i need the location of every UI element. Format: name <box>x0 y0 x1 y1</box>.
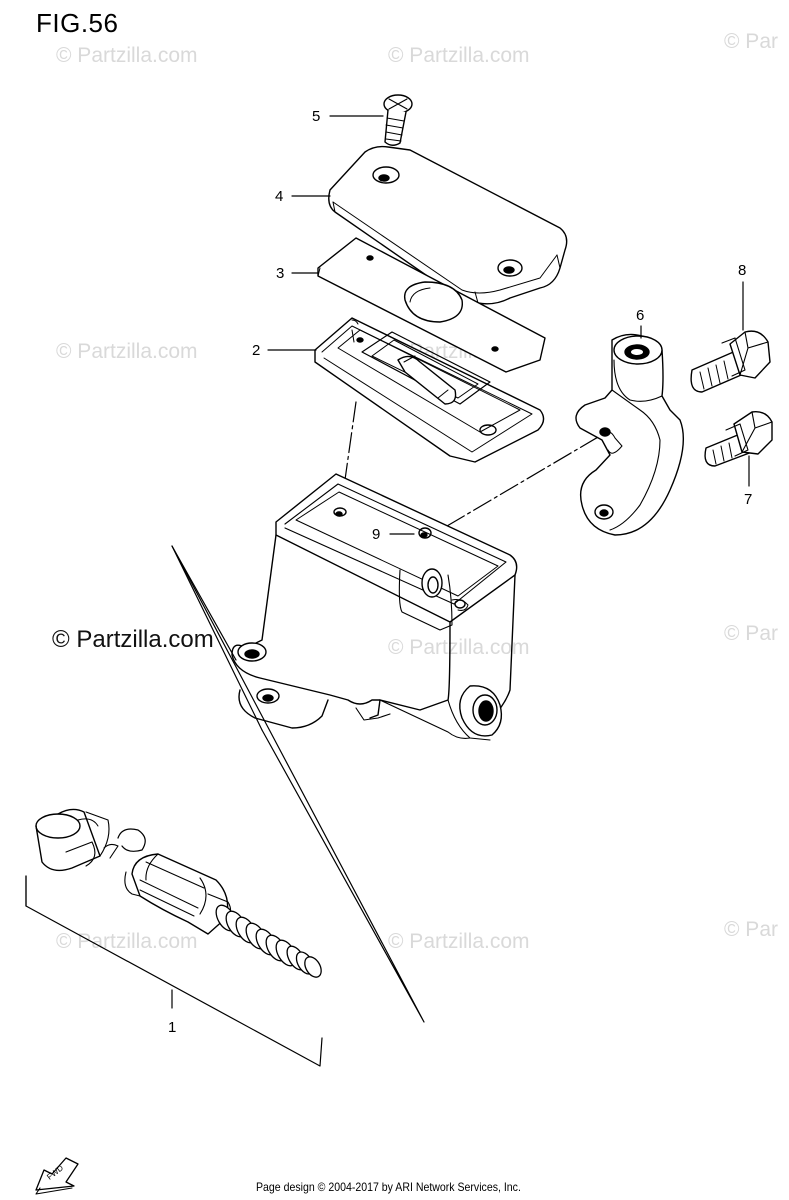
watermark: © Par <box>724 918 778 941</box>
piston-kit-part-1 <box>35 808 322 978</box>
callout-9: 9 <box>372 526 381 543</box>
master-cylinder-body <box>231 473 518 741</box>
callout-1: 1 <box>168 1019 177 1036</box>
fwd-arrow-icon <box>35 1157 79 1195</box>
watermark: © Par <box>724 622 778 645</box>
watermark: © Partzilla.com <box>56 340 198 363</box>
watermark: © Partzilla.com <box>56 44 198 67</box>
callout-4: 4 <box>275 188 284 205</box>
diaphragm-part-2 <box>314 317 545 463</box>
bolt-part-7 <box>704 411 773 467</box>
watermark: © Partzilla.com <box>56 930 198 953</box>
watermark-prominent: © Partzilla.com <box>52 626 214 653</box>
callout-2: 2 <box>252 342 261 359</box>
callout-3: 3 <box>276 265 285 282</box>
bolt-part-8 <box>690 330 771 393</box>
watermark: © Partzilla.com <box>388 930 530 953</box>
watermark: © Partzilla.com <box>388 636 530 659</box>
clamp-part-6 <box>575 333 685 536</box>
spring <box>215 904 322 978</box>
figure-title: FIG.56 <box>36 8 119 38</box>
page-footer: Page design © 2004-2017 by ARI Network S… <box>256 1180 521 1194</box>
plate-part-3 <box>317 237 546 373</box>
kit-bracket <box>25 545 425 1067</box>
callout-7: 7 <box>744 491 753 508</box>
reservoir-cap-part-4 <box>328 145 568 305</box>
callout-leaders <box>267 115 750 535</box>
watermark: © Par <box>724 30 778 53</box>
callout-5: 5 <box>312 108 321 125</box>
callout-6: 6 <box>636 307 645 324</box>
screw-part-5 <box>383 94 413 146</box>
watermark: © Partzilla.com <box>388 44 530 67</box>
callout-8: 8 <box>738 262 747 279</box>
